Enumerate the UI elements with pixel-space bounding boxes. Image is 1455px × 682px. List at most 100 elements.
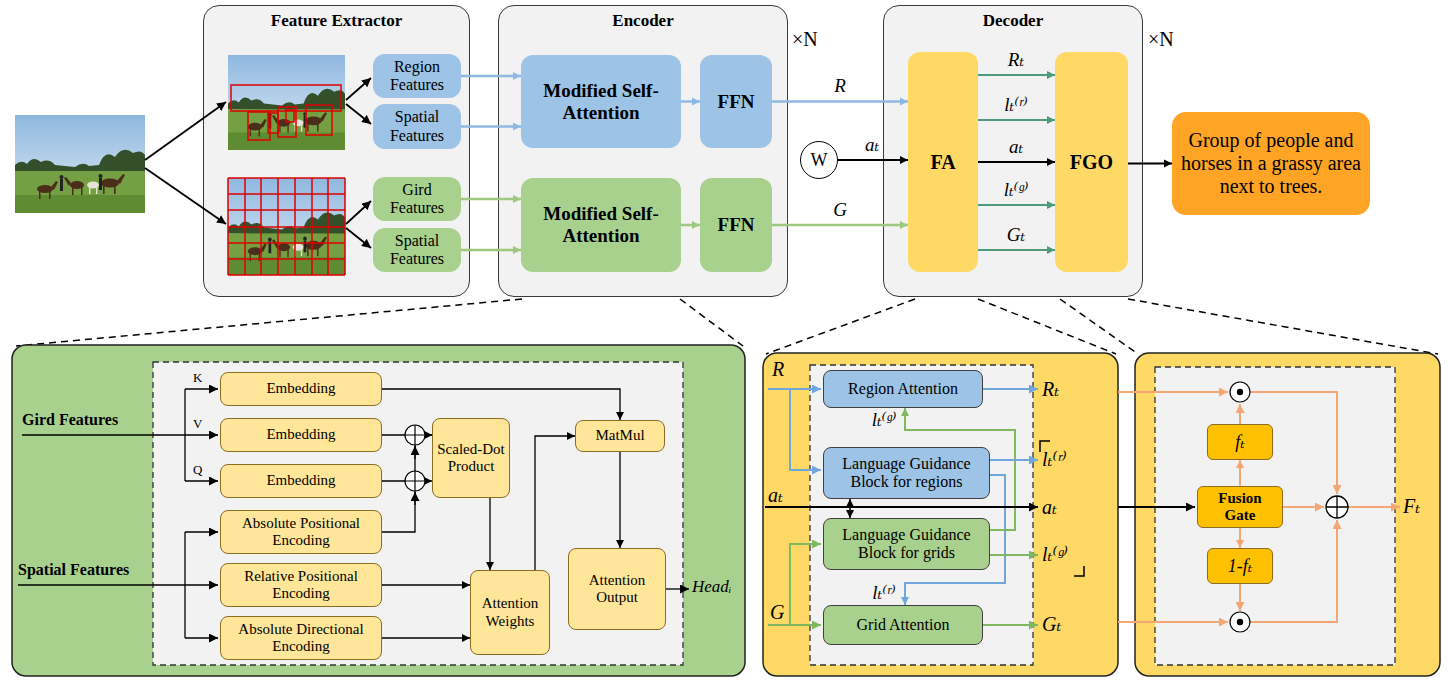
edge-label: lₜ⁽ᵍ⁾ [1002, 180, 1031, 201]
attention-box: Grid Attention [823, 605, 983, 645]
zoom-line [1128, 299, 1438, 354]
node-text: Embedding [266, 380, 335, 397]
connector [681, 98, 700, 106]
multiply-symbol [1230, 382, 1250, 402]
encoding-box: Absolute Positional Encoding [220, 510, 382, 554]
output-symbol: aₜ [1042, 496, 1057, 518]
add-symbol [405, 425, 425, 491]
arrow-head [1047, 158, 1055, 166]
node-text: Modified Self-Attention [525, 203, 677, 247]
input-arrow [22, 434, 218, 435]
edge-label: R [832, 76, 848, 97]
fusion-wire [1348, 506, 1400, 508]
connector [382, 431, 432, 532]
arrow-head [1236, 540, 1244, 548]
process-box: Attention Output [568, 548, 666, 630]
connector-line [382, 584, 470, 585]
connector-line [978, 119, 1055, 121]
process-box: Scaled-Dot Product [432, 418, 510, 498]
input-arrow [666, 588, 689, 589]
region-wire [768, 388, 821, 390]
input-wire [184, 389, 185, 638]
ffn-box: FFN [700, 55, 772, 148]
arrow-head [462, 634, 470, 642]
arrow-head [1047, 201, 1055, 209]
connector [772, 98, 908, 106]
connector [901, 408, 1015, 530]
zoom-line [1060, 299, 1138, 354]
multiply-symbol [1230, 382, 1250, 632]
arrow-head [1047, 71, 1055, 79]
attention-box: Region Attention [823, 370, 983, 408]
multiply-symbol [1230, 612, 1250, 632]
input-arrow [185, 637, 218, 638]
add-symbol [405, 425, 425, 445]
node-text: Fusion Gate [1202, 490, 1278, 525]
edge-label: aₜ [863, 135, 881, 156]
repeat-mark: ×N [792, 28, 818, 50]
node-text: Region Attention [848, 380, 958, 398]
grid-photo [228, 178, 345, 275]
connector-line [461, 125, 521, 128]
guidance-box: Language Guidance Block for regions [823, 447, 990, 499]
connector [461, 195, 521, 203]
fusion-wire [1250, 520, 1337, 622]
output-symbol: Gₜ [1042, 613, 1061, 635]
edge-label: Rₜ [1006, 50, 1026, 71]
node-text: MatMul [595, 427, 644, 444]
connector-line [772, 224, 908, 227]
fusion-wire [1283, 506, 1324, 508]
output-symbol: Rₜ [1042, 378, 1059, 400]
connector-line [461, 198, 521, 201]
connector [486, 498, 494, 570]
connector [1128, 160, 1172, 168]
connector [461, 72, 521, 80]
node-text: W [811, 150, 828, 171]
connector [978, 71, 1055, 79]
arrow-head [462, 581, 470, 589]
grid-lines [228, 178, 345, 275]
input-arrow [414, 446, 415, 459]
connector [681, 221, 700, 229]
arrow-head [513, 246, 521, 254]
node-text: FFN [718, 214, 755, 236]
fusion-wire [1250, 392, 1337, 494]
node-text: Attention Weights [475, 595, 545, 630]
fusion-wire [1118, 392, 1400, 622]
connector-line [382, 435, 432, 532]
input-arrow [185, 388, 218, 389]
edge-label: lₜ⁽ʳ⁾ [1002, 95, 1030, 116]
embedding-box: Embedding [220, 418, 382, 452]
connector [772, 221, 908, 229]
attention-box: Modified Self-Attention [521, 178, 681, 272]
embedding-box: Embedding [220, 372, 382, 406]
zoom-line [978, 299, 1116, 354]
region-boxes [231, 85, 341, 140]
fgo-detail-panel [1135, 353, 1440, 676]
connector [382, 389, 624, 420]
input-arrow [185, 531, 218, 532]
output-symbol: Fₜ [1403, 495, 1420, 517]
node-text: Grid Attention [857, 616, 950, 634]
node-text: Relative Positional Encoding [225, 568, 377, 603]
connector-line [978, 74, 1055, 76]
input-label: Gird Features [22, 411, 118, 429]
region-boxes [268, 113, 278, 133]
connector-line [772, 100, 908, 103]
connector-line [905, 408, 1015, 530]
region-boxes [306, 105, 332, 135]
node-text: Embedding [266, 426, 335, 443]
region-boxes [278, 107, 296, 137]
input-letter: K [193, 371, 202, 385]
node-text: Absolute Positional Encoding [225, 515, 377, 550]
bracket [1040, 441, 1084, 576]
fusion-wire [1239, 404, 1241, 424]
region-boxes [286, 110, 294, 122]
grid-lines [228, 178, 345, 275]
connector [461, 246, 521, 254]
encoding-box: Relative Positional Encoding [220, 563, 382, 607]
connector [978, 201, 1055, 209]
fusion-wire [1118, 391, 1228, 393]
node-text: 1-fₜ [1228, 556, 1252, 577]
fusion-wire [1118, 621, 1228, 623]
